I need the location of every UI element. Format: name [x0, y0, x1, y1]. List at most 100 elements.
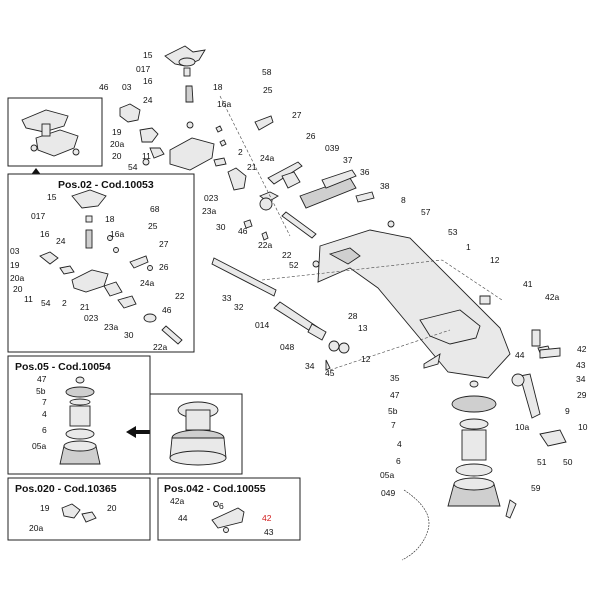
- pos02-label-11: 11: [24, 294, 33, 304]
- label-19: 19: [112, 127, 122, 137]
- label-23a: 23a: [202, 206, 216, 216]
- label-30: 30: [216, 222, 226, 232]
- pos042-label-6: 6: [219, 501, 224, 511]
- label-023: 023: [204, 193, 218, 203]
- label-22a: 22a: [258, 240, 272, 250]
- pos02-label-25: 25: [148, 221, 158, 231]
- label-13: 13: [358, 323, 368, 333]
- label-1: 1: [466, 242, 471, 252]
- label-57: 57: [421, 207, 431, 217]
- pos02-label-15: 15: [47, 192, 57, 202]
- pos05-label-4: 4: [42, 409, 47, 419]
- label-34: 34: [305, 361, 315, 371]
- pos02-label-03: 03: [10, 246, 20, 256]
- label-26: 26: [306, 131, 316, 141]
- label-12b: 12: [361, 354, 371, 364]
- label-4: 4: [397, 439, 402, 449]
- pos02-label-18: 18: [105, 214, 115, 224]
- head-detail-box: [7, 97, 103, 167]
- label-014: 014: [255, 320, 269, 330]
- label-58: 58: [262, 67, 272, 77]
- pos042-title: Pos.042 - Cod.10055: [164, 483, 266, 495]
- label-34b: 34: [576, 374, 586, 384]
- label-28: 28: [348, 311, 358, 321]
- label-47: 47: [390, 390, 400, 400]
- label-20: 20: [112, 151, 122, 161]
- pos02-label-20: 20: [13, 284, 23, 294]
- label-03: 03: [122, 82, 132, 92]
- label-44: 44: [515, 350, 525, 360]
- pos02-label-68: 68: [150, 204, 160, 214]
- pos02-label-30: 30: [124, 330, 134, 340]
- label-16a: 16a: [217, 99, 231, 109]
- pos020-label-20a: 20a: [29, 523, 43, 533]
- label-11: 11: [142, 151, 151, 161]
- label-42a: 42a: [545, 292, 559, 302]
- label-05a: 05a: [380, 470, 394, 480]
- label-20a: 20a: [110, 139, 124, 149]
- pos020-label-20: 20: [107, 503, 117, 513]
- pos02-label-017: 017: [31, 211, 45, 221]
- pos05-label-47: 47: [37, 374, 47, 384]
- label-12: 12: [490, 255, 500, 265]
- pos02-label-24a: 24a: [140, 278, 154, 288]
- pos042-label-42a: 42a: [170, 496, 184, 506]
- label-6: 6: [396, 456, 401, 466]
- pos05-box: Pos.05 - Cod.10054 47 5b 7 4 6 05a: [7, 355, 151, 475]
- label-45: 45: [325, 368, 335, 378]
- label-53: 53: [448, 227, 458, 237]
- pos02-label-16a: 16a: [110, 229, 124, 239]
- label-32: 32: [234, 302, 244, 312]
- label-24: 24: [143, 95, 153, 105]
- label-36: 36: [360, 167, 370, 177]
- label-24a: 24a: [260, 153, 274, 163]
- label-7: 7: [391, 420, 396, 430]
- pos02-label-2: 2: [62, 298, 67, 308]
- label-38: 38: [380, 181, 390, 191]
- label-15: 15: [143, 50, 153, 60]
- label-50: 50: [563, 457, 573, 467]
- label-46b: 46: [238, 226, 248, 236]
- gear-detail-box: [149, 393, 243, 475]
- pos05-label-05a: 05a: [32, 441, 46, 451]
- label-2: 2: [238, 147, 243, 157]
- pos02-label-46: 46: [162, 305, 172, 315]
- label-16: 16: [143, 76, 153, 86]
- label-048: 048: [280, 342, 294, 352]
- label-10a: 10a: [515, 422, 529, 432]
- label-37: 37: [343, 155, 353, 165]
- label-18: 18: [213, 82, 223, 92]
- label-21: 21: [247, 162, 257, 172]
- label-27: 27: [292, 110, 302, 120]
- label-43: 43: [576, 360, 586, 370]
- label-35: 35: [390, 373, 400, 383]
- label-42: 42: [577, 344, 587, 354]
- pos020-box: Pos.020 - Cod.10365 19 20 20a: [7, 477, 151, 541]
- label-29: 29: [577, 390, 587, 400]
- pos02-label-19: 19: [10, 260, 20, 270]
- label-33: 33: [222, 293, 232, 303]
- pos02-label-54: 54: [41, 298, 51, 308]
- label-46: 46: [99, 82, 109, 92]
- label-22: 22: [282, 250, 292, 260]
- pos02-label-23a: 23a: [104, 322, 118, 332]
- pos02-label-21: 21: [80, 302, 90, 312]
- pos020-label-19: 19: [40, 503, 50, 513]
- pos02-label-20a: 20a: [10, 273, 24, 283]
- pos02-box: Pos.02 - Cod.10053 15 017 18 68 16 16a 2…: [7, 173, 195, 353]
- label-41: 41: [523, 279, 533, 289]
- pos02-label-26: 26: [159, 262, 169, 272]
- label-049: 049: [381, 488, 395, 498]
- pos02-title: Pos.02 - Cod.10053: [58, 179, 154, 191]
- pos05-label-7: 7: [42, 397, 47, 407]
- pos02-label-22a: 22a: [153, 342, 167, 352]
- pos05-label-5b: 5b: [36, 386, 46, 396]
- label-10: 10: [578, 422, 588, 432]
- label-039: 039: [325, 143, 339, 153]
- label-25: 25: [263, 85, 273, 95]
- label-52: 52: [289, 260, 299, 270]
- label-8: 8: [401, 195, 406, 205]
- pos02-label-023: 023: [84, 313, 98, 323]
- pos042-label-43: 43: [264, 527, 274, 537]
